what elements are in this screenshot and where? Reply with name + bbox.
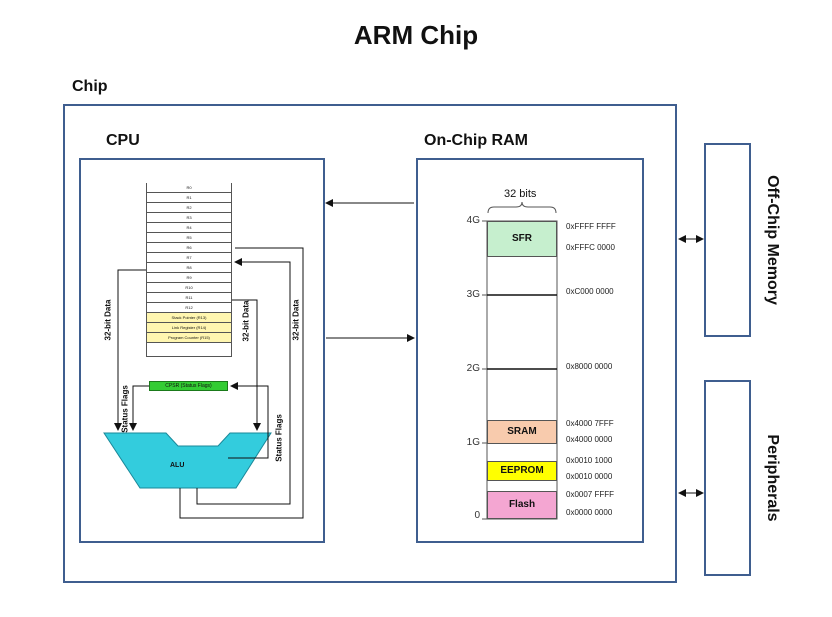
data-label-right: 32-bit Data — [291, 299, 301, 341]
addr-sram-bottom: 0x4000 0000 — [566, 435, 613, 444]
register-pc: Program Counter (R15) — [146, 333, 232, 343]
segment-flash: Flash — [487, 491, 557, 519]
segment-sfr: SFR — [487, 221, 557, 257]
data-label-mid: 32-bit Data — [241, 300, 251, 342]
register-r3: R3 — [146, 213, 232, 223]
addr-eeprom-bottom: 0x0010 0000 — [566, 472, 613, 481]
gb-mark-3g: 3G — [466, 289, 480, 300]
register-r4: R4 — [146, 223, 232, 233]
addr-3g: 0xC000 0000 — [566, 287, 614, 296]
data-wire-left — [114, 269, 146, 431]
flags-label-left: Status Flags — [120, 385, 130, 433]
gb-mark-4g: 4G — [466, 215, 480, 226]
loop-wire-outer — [179, 247, 304, 519]
register-r7: R7 — [146, 253, 232, 263]
cpsr-register: CPSR (Status Flags) — [149, 381, 228, 391]
addr-sfr-bottom: 0xFFFC 0000 — [566, 243, 615, 252]
data-wire-right — [196, 258, 291, 505]
cpu-label: CPU — [106, 132, 140, 149]
register-sp: Stack Pointer (R13) — [146, 313, 232, 323]
addr-2g: 0x8000 0000 — [566, 362, 613, 371]
addr-flash-top: 0x0007 FFFF — [566, 490, 615, 499]
gb-mark-1g: 1G — [466, 437, 480, 448]
flags-wire-left — [129, 385, 149, 431]
register-r9: R9 — [146, 273, 232, 283]
register-r0: R0 — [146, 183, 232, 193]
chip-label: Chip — [72, 78, 108, 95]
segment-eeprom: EEPROM — [487, 461, 557, 481]
alu-shape — [103, 432, 272, 489]
register-r1: R1 — [146, 193, 232, 203]
register-lr: Link Register (R14) — [146, 323, 232, 333]
chip-box — [63, 104, 677, 583]
cpu-box — [79, 158, 325, 543]
register-r8: R8 — [146, 263, 232, 273]
ram-label: On-Chip RAM — [424, 132, 528, 149]
register-r2: R2 — [146, 203, 232, 213]
register-r5: R5 — [146, 233, 232, 243]
gb-mark-0: 0 — [474, 510, 480, 521]
peripherals-label: Peripherals — [764, 434, 781, 522]
off-chip-memory-label: Off-Chip Memory — [764, 175, 781, 305]
gb-mark-2g: 2G — [466, 363, 480, 374]
alu-label: ALU — [170, 462, 185, 469]
addr-sram-top: 0x4000 7FFF — [566, 419, 614, 428]
diagram-title: ARM Chip — [353, 20, 479, 50]
peripherals-box — [704, 380, 751, 576]
width-brace — [487, 201, 557, 214]
addr-sfr-top: 0xFFFF FFFF — [566, 222, 616, 231]
flags-wire-right — [228, 382, 269, 459]
register-r12: R12 — [146, 303, 232, 313]
register-r10: R10 — [146, 283, 232, 293]
ram-box — [416, 158, 644, 543]
register-r6: R6 — [146, 243, 232, 253]
data-wire-mid — [232, 299, 261, 431]
flags-label-right: Status Flags — [274, 414, 284, 462]
segment-sram: SRAM — [487, 420, 557, 444]
addr-flash-bottom: 0x0000 0000 — [566, 508, 613, 517]
width-label: 32 bits — [504, 188, 537, 200]
addr-eeprom-top: 0x0010 1000 — [566, 456, 613, 465]
data-label-left: 32-bit Data — [103, 299, 113, 341]
register-file-bottom — [146, 343, 232, 357]
off-chip-memory-box — [704, 143, 751, 337]
register-r11: R11 — [146, 293, 232, 303]
